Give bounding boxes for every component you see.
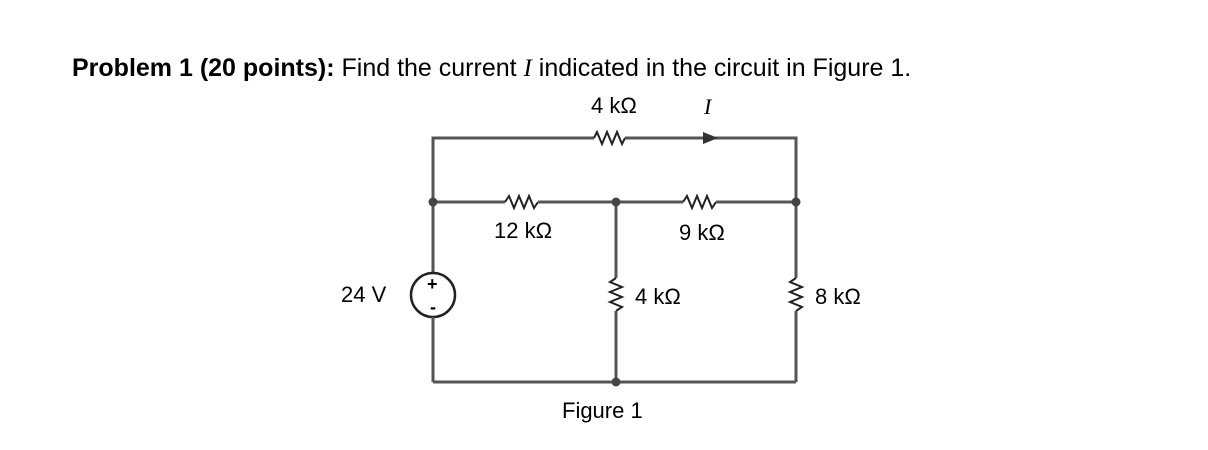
source-minus-sign: - [430,297,436,317]
current-arrow [703,132,718,144]
top-wire-left [431,136,594,202]
node-center-junction [611,197,621,207]
label-current: I [703,94,713,119]
top-branch [431,129,798,202]
resistor-center-4k [607,277,625,312]
label-source: 24 V [341,282,387,307]
resistor-12k [504,193,539,211]
label-resistor-center-4k: 4 kΩ [635,284,681,309]
middle-branch [433,193,796,211]
node-left-junction [428,197,438,207]
problem-statement: Problem 1 (20 points): Find the current … [72,54,911,83]
problem-variable: I [523,55,532,82]
label-resistor-8k: 8 kΩ [815,284,861,309]
problem-text-before: Find the current [334,54,524,82]
resistor-top-4k [593,129,626,147]
center-branch [607,202,625,382]
right-branch [787,202,805,382]
label-resistor-9k: 9 kΩ [679,220,725,245]
resistor-8k [787,277,805,312]
resistor-9k [682,193,717,211]
node-bottom-junction [611,377,621,387]
source-branch [409,202,457,382]
label-top-resistor: 4 kΩ [591,93,637,118]
top-wire-right [625,136,798,202]
problem-heading: Problem 1 (20 points): [72,54,335,82]
label-resistor-12k: 12 kΩ [494,218,552,243]
node-right-junction [791,197,801,207]
source-plus-sign: + [427,274,438,294]
problem-text-after: indicated in the circuit in Figure 1. [531,54,912,82]
figure-caption: Figure 1 [562,398,643,423]
